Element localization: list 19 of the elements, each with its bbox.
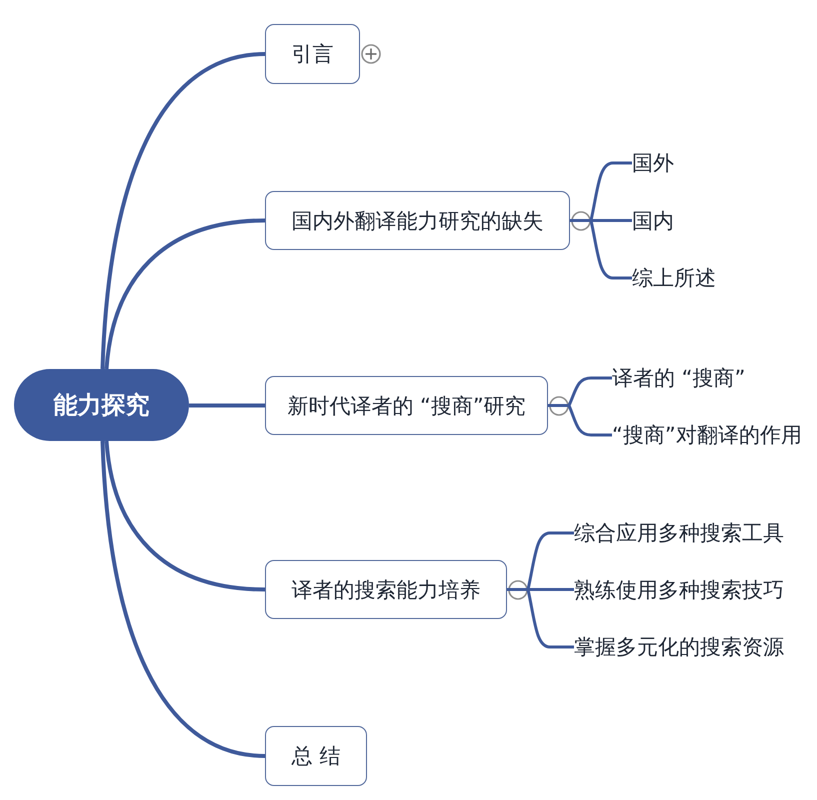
branch-line: [100, 440, 266, 758]
subtopic-text: 国内: [632, 208, 674, 234]
subtopic-text: 国外: [632, 150, 674, 176]
central-topic: 能力探究: [14, 369, 189, 441]
subtopic-text: 掌握多元化的搜索资源: [574, 634, 784, 660]
branch-line: [104, 440, 266, 592]
topic-box: 总 结: [265, 726, 367, 786]
subtopic-text: 译者的 “搜商”: [612, 365, 746, 391]
branch-line: [104, 218, 266, 370]
subtopic-text: “搜商”对翻译的作用: [612, 422, 802, 448]
subtopic-text: 熟练使用多种搜索技巧: [574, 577, 784, 603]
subtopic-text: 综上所述: [632, 265, 716, 291]
branch-line: [189, 404, 265, 408]
topic-box: 国内外翻译能力研究的缺失: [265, 191, 570, 250]
topic-box: 引言: [265, 24, 360, 84]
subtopic-text: 综合应用多种搜索工具: [574, 520, 784, 546]
branch-line: [100, 52, 266, 370]
topic-box: 译者的搜索能力培养: [265, 560, 507, 619]
topic-box: 新时代译者的 “搜商”研究: [265, 376, 548, 435]
